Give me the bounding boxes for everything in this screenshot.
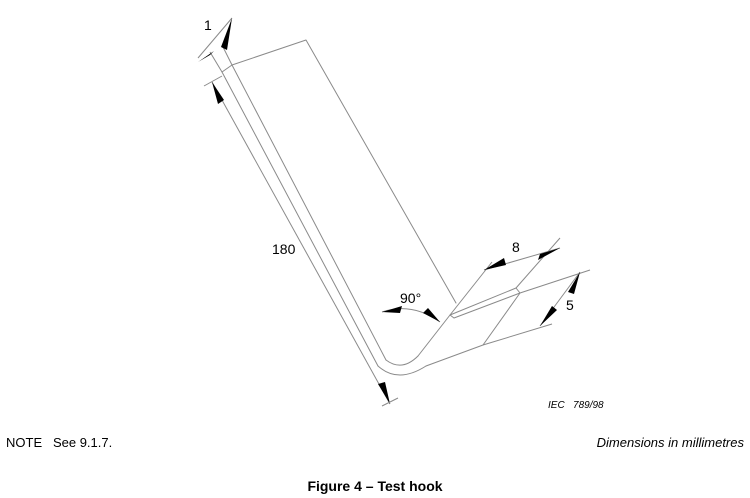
- arrow-head: [378, 382, 390, 404]
- arrow-head: [221, 18, 232, 50]
- arrow-head: [382, 306, 402, 313]
- note-text: NOTE See 9.1.7.: [6, 435, 113, 450]
- arrow-head: [484, 258, 506, 270]
- iec-reference: IEC 789/98: [548, 400, 604, 411]
- hook-length-label: 8: [512, 239, 520, 255]
- test-hook-drawing: 1 180 90° 8 5 IEC 789/98: [197, 17, 604, 411]
- units-note: Dimensions in millimetres: [596, 435, 744, 450]
- thickness-label: 1: [204, 17, 212, 33]
- arrow-head: [198, 51, 214, 62]
- arrow-head: [538, 248, 560, 260]
- length-label: 180: [272, 241, 296, 257]
- angle-label: 90°: [400, 290, 421, 306]
- dimension-length: 180: [203, 75, 399, 407]
- arrow-head: [540, 306, 557, 326]
- arrow-head: [423, 308, 440, 322]
- hook-outline: [221, 39, 521, 376]
- hook-width-label: 5: [566, 297, 574, 313]
- dimension-thickness: 1: [197, 17, 233, 73]
- figure-caption: Figure 4 – Test hook: [307, 478, 443, 494]
- dimension-hook-length: 8: [449, 237, 561, 316]
- arrow-head: [568, 272, 580, 294]
- dimension-hook-width: 5: [482, 269, 591, 346]
- arrow-head: [212, 82, 224, 104]
- dimension-angle: 90°: [381, 290, 441, 323]
